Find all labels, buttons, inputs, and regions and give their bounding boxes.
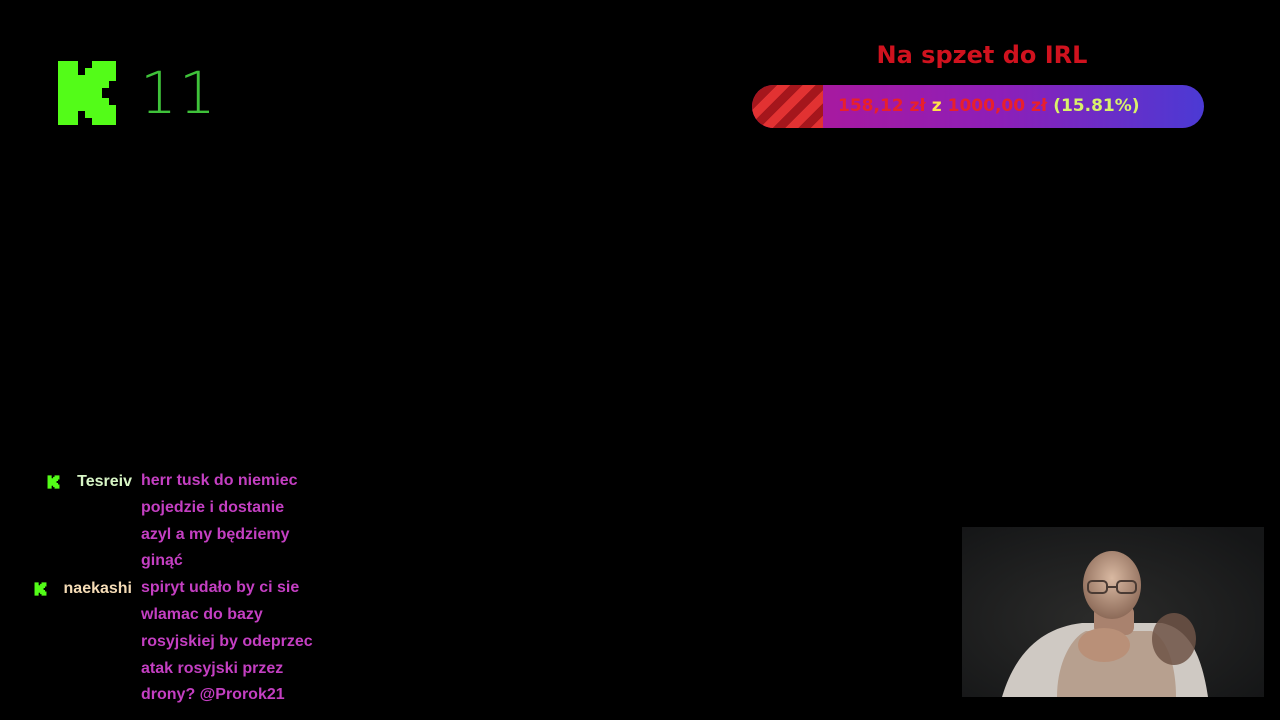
- chat-message: Tesreiv herr tusk do niemiec pojedzie i …: [20, 470, 340, 575]
- webcam-feed: [962, 527, 1264, 697]
- chat-message-meta: naekashi: [20, 575, 132, 602]
- webcam-head: [1083, 551, 1141, 619]
- viewer-counter: 11: [56, 58, 218, 128]
- chat-box: Tesreiv herr tusk do niemiec pojedzie i …: [20, 470, 340, 720]
- goal-progress-fill: [752, 85, 824, 128]
- viewer-count: 11: [140, 59, 218, 127]
- goal-current-amount: 158,12 zł: [838, 96, 926, 116]
- goal-target-amount: 1000,00 zł: [947, 96, 1048, 116]
- webcam-hand-right: [1152, 613, 1196, 665]
- chat-message-meta: Tesreiv: [20, 470, 132, 495]
- chat-message-text: spiryt udało by ci sie wlamac do bazy ro…: [141, 579, 313, 704]
- chat-message: naekashi spiryt udało by ci sie wlamac d…: [20, 575, 340, 709]
- kick-badge-icon: [34, 582, 47, 596]
- goal-separator: z: [931, 96, 942, 116]
- webcam-hand-left: [1078, 628, 1130, 662]
- chat-message-text: herr tusk do niemiec pojedzie i dostanie…: [141, 472, 298, 570]
- chat-username[interactable]: naekashi: [63, 580, 132, 598]
- webcam-glasses: [1087, 580, 1137, 594]
- kick-logo-icon: [58, 61, 116, 125]
- webcam-image: [962, 527, 1264, 697]
- kick-badge-icon: [47, 474, 60, 489]
- goal-title: Na spzet do IRL: [876, 41, 1088, 69]
- goal-percent: (15.81%): [1053, 96, 1140, 116]
- chat-username[interactable]: Tesreiv: [77, 473, 132, 490]
